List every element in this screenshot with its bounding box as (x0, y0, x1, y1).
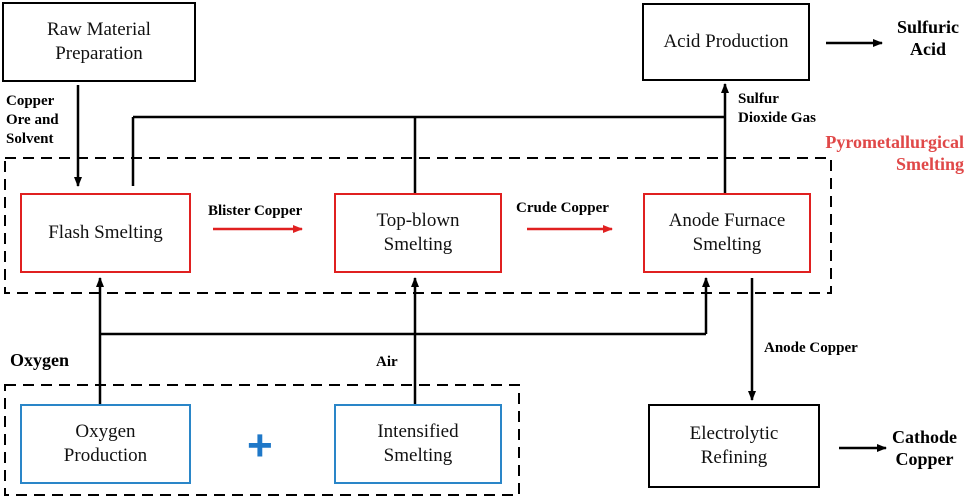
oxygen-region (4, 384, 520, 496)
acid-production-box: Acid Production (642, 3, 810, 81)
copper-ore-label: Copper Ore and Solvent (6, 93, 59, 147)
air-label: Air (376, 354, 398, 370)
anode-furnace-box: Anode Furnace Smelting (643, 193, 811, 273)
crude-copper-label: Crude Copper (516, 200, 609, 216)
intensified-smelting-box: Intensified Smelting (334, 404, 502, 484)
plus-icon: + (247, 421, 273, 470)
oxygen-label: Oxygen (10, 350, 70, 370)
top-blown-smelting-box: Top-blown Smelting (334, 193, 502, 273)
pyrometallurgical-region (4, 157, 832, 294)
sulfuric-acid-label: Sulfuric Acid (897, 17, 960, 59)
pyrometallurgical-label: Pyrometallurgical Smelting (825, 132, 964, 174)
flash-smelting-box: Flash Smelting (20, 193, 191, 273)
anode-copper-label: Anode Copper (764, 340, 858, 356)
sulfur-dioxide-label: Sulfur Dioxide Gas (738, 91, 816, 126)
raw-material-box: Raw Material Preparation (2, 2, 196, 82)
cathode-copper-label: Cathode Copper (892, 427, 958, 469)
electrolytic-refining-box: Electrolytic Refining (648, 404, 820, 488)
blister-copper-label: Blister Copper (208, 203, 303, 219)
oxygen-production-box: Oxygen Production (20, 404, 191, 484)
